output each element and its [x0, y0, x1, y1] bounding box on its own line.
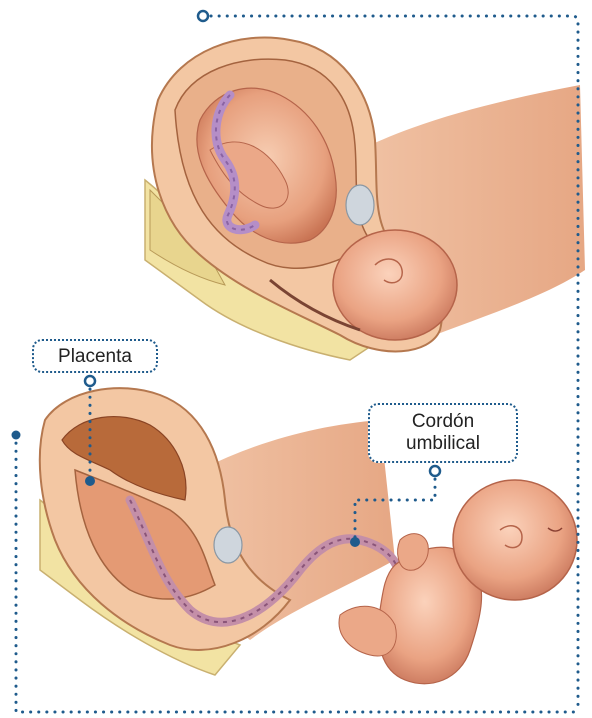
bladder-bottom [214, 527, 242, 563]
placenta-label-text: Placenta [58, 346, 132, 367]
cord-target-dot [350, 537, 360, 547]
placenta-open-marker [85, 376, 95, 386]
umbilical-cord-label: Cordón umbilical [368, 403, 518, 463]
cord-open-marker [430, 466, 440, 476]
placenta-target-dot [85, 476, 95, 486]
newborn-head [453, 480, 577, 600]
placenta-label: Placenta [32, 339, 158, 373]
frame-start-marker [198, 11, 208, 21]
frame-left-dot [12, 431, 21, 440]
fetus-head-top [333, 230, 457, 340]
bladder-top [346, 185, 374, 225]
cord-label-line2: umbilical [370, 433, 516, 455]
top-pregnancy-illustration [145, 38, 585, 361]
cord-label-line1: Cordón [370, 411, 516, 433]
